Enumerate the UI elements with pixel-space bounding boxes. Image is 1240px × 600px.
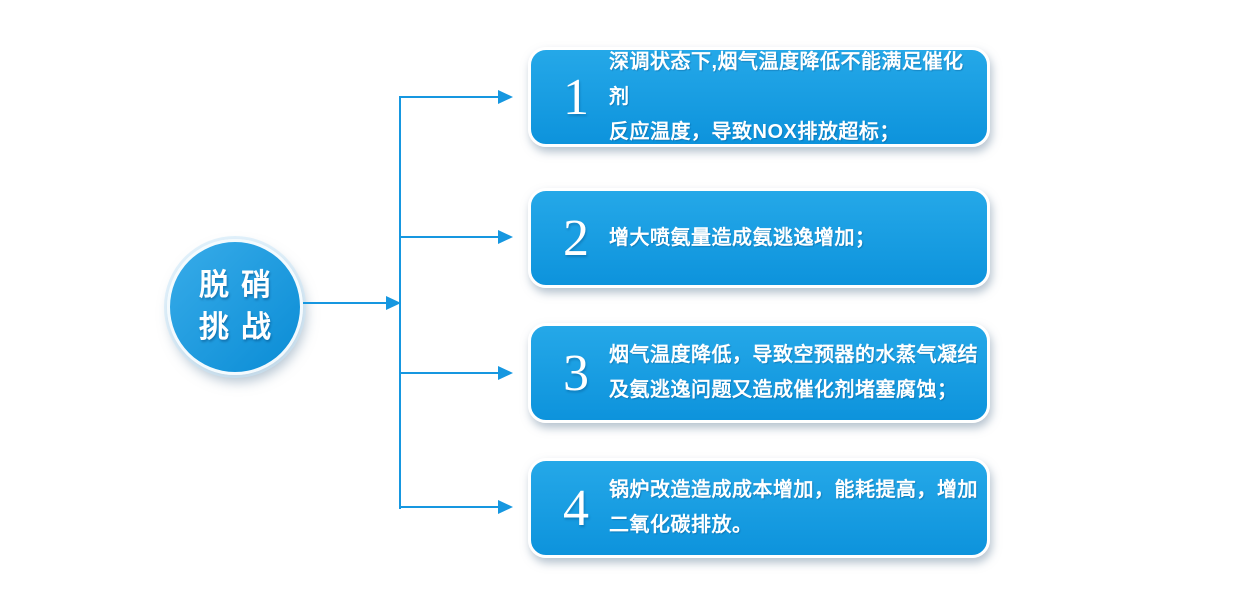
challenge-card-4: 4 锅炉改造造成成本增加，能耗提高，增加 二氧化碳排放。: [528, 458, 990, 558]
connector-trunk-line: [399, 96, 401, 509]
arrowhead-root-icon: [386, 296, 401, 310]
root-title-line1: 脱硝: [199, 269, 283, 302]
root-title-line2: 挑战: [199, 311, 283, 344]
challenge-4-text: 锅炉改造造成成本增加，能耗提高，增加 二氧化碳排放。: [609, 479, 978, 536]
challenge-card-1: 1 深调状态下,烟气温度降低不能满足催化剂 反应温度，导致NOX排放超标；: [528, 47, 990, 147]
connector-root-line: [303, 302, 387, 304]
arrowhead-branch-4-icon: [498, 500, 513, 514]
challenge-card-2: 2 增大喷氨量造成氨逃逸增加；: [528, 188, 990, 288]
challenge-1-number: 1: [563, 68, 589, 126]
challenge-2-text: 增大喷氨量造成氨逃逸增加；: [609, 226, 876, 249]
arrowhead-branch-1-icon: [498, 90, 513, 104]
challenge-card-3: 3 烟气温度降低，导致空预器的水蒸气凝结 及氨逃逸问题又造成催化剂堵塞腐蚀；: [528, 323, 990, 423]
connector-branch-3: [400, 372, 499, 374]
challenge-3-text: 烟气温度降低，导致空预器的水蒸气凝结 及氨逃逸问题又造成催化剂堵塞腐蚀；: [609, 344, 978, 401]
challenge-4-number: 4: [563, 479, 589, 537]
challenge-3-number: 3: [563, 344, 589, 402]
challenge-1-text: 深调状态下,烟气温度降低不能满足催化剂 反应温度，导致NOX排放超标；: [609, 50, 964, 143]
arrowhead-branch-3-icon: [498, 366, 513, 380]
arrowhead-branch-2-icon: [498, 230, 513, 244]
connector-branch-2: [400, 236, 499, 238]
challenge-2-number: 2: [563, 209, 589, 267]
connector-branch-4: [400, 506, 499, 508]
root-node-circle: 脱硝 挑战: [167, 239, 303, 375]
connector-branch-1: [400, 96, 499, 98]
